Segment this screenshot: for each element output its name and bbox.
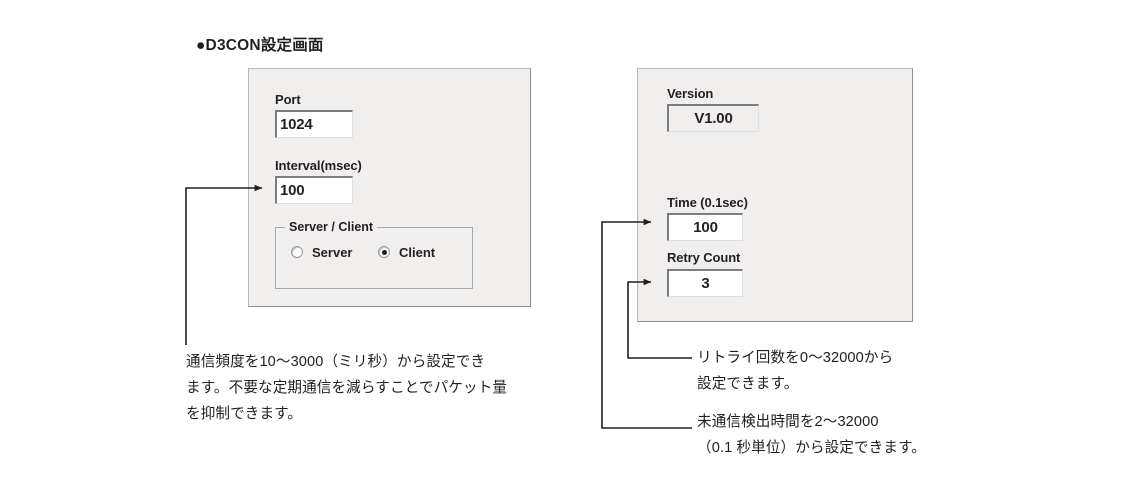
- port-label: Port: [275, 92, 301, 107]
- port-input[interactable]: 1024: [275, 110, 353, 138]
- radio-dot-client-icon[interactable]: [378, 246, 390, 258]
- d3con-connection-settings-panel: Port 1024 Interval(msec) 100 Server / Cl…: [248, 68, 531, 307]
- retry-count-label: Retry Count: [667, 250, 741, 265]
- radio-option-server[interactable]: Server: [291, 245, 352, 260]
- time-input[interactable]: 100: [667, 213, 743, 241]
- radio-option-client[interactable]: Client: [378, 245, 435, 260]
- version-value: V1.00: [667, 104, 759, 132]
- radio-label-server: Server: [312, 244, 353, 260]
- server-client-groupbox: Server / Client Server Client: [275, 220, 473, 289]
- version-label: Version: [667, 86, 714, 101]
- radio-dot-server-icon[interactable]: [291, 246, 303, 258]
- radio-label-client: Client: [399, 244, 436, 260]
- interval-input[interactable]: 100: [275, 176, 353, 204]
- interval-label: Interval(msec): [275, 158, 362, 173]
- retry-count-input[interactable]: 3: [667, 269, 743, 297]
- time-label: Time (0.1sec): [667, 195, 748, 210]
- server-client-legend: Server / Client: [285, 220, 378, 234]
- d3con-status-settings-panel: Version V1.00 Time (0.1sec) 100 Retry Co…: [637, 68, 913, 322]
- note-retry: リトライ回数を0〜32000から 設定できます。: [697, 350, 894, 392]
- note-interval: 通信頻度を10〜3000（ミリ秒）から設定でき ます。不要な定期通信を減らすこと…: [186, 354, 508, 422]
- note-time: 未通信検出時間を2〜32000 （0.1 秒単位）から設定できます。: [697, 414, 926, 456]
- page-title: ●D3CON設定画面: [196, 37, 324, 54]
